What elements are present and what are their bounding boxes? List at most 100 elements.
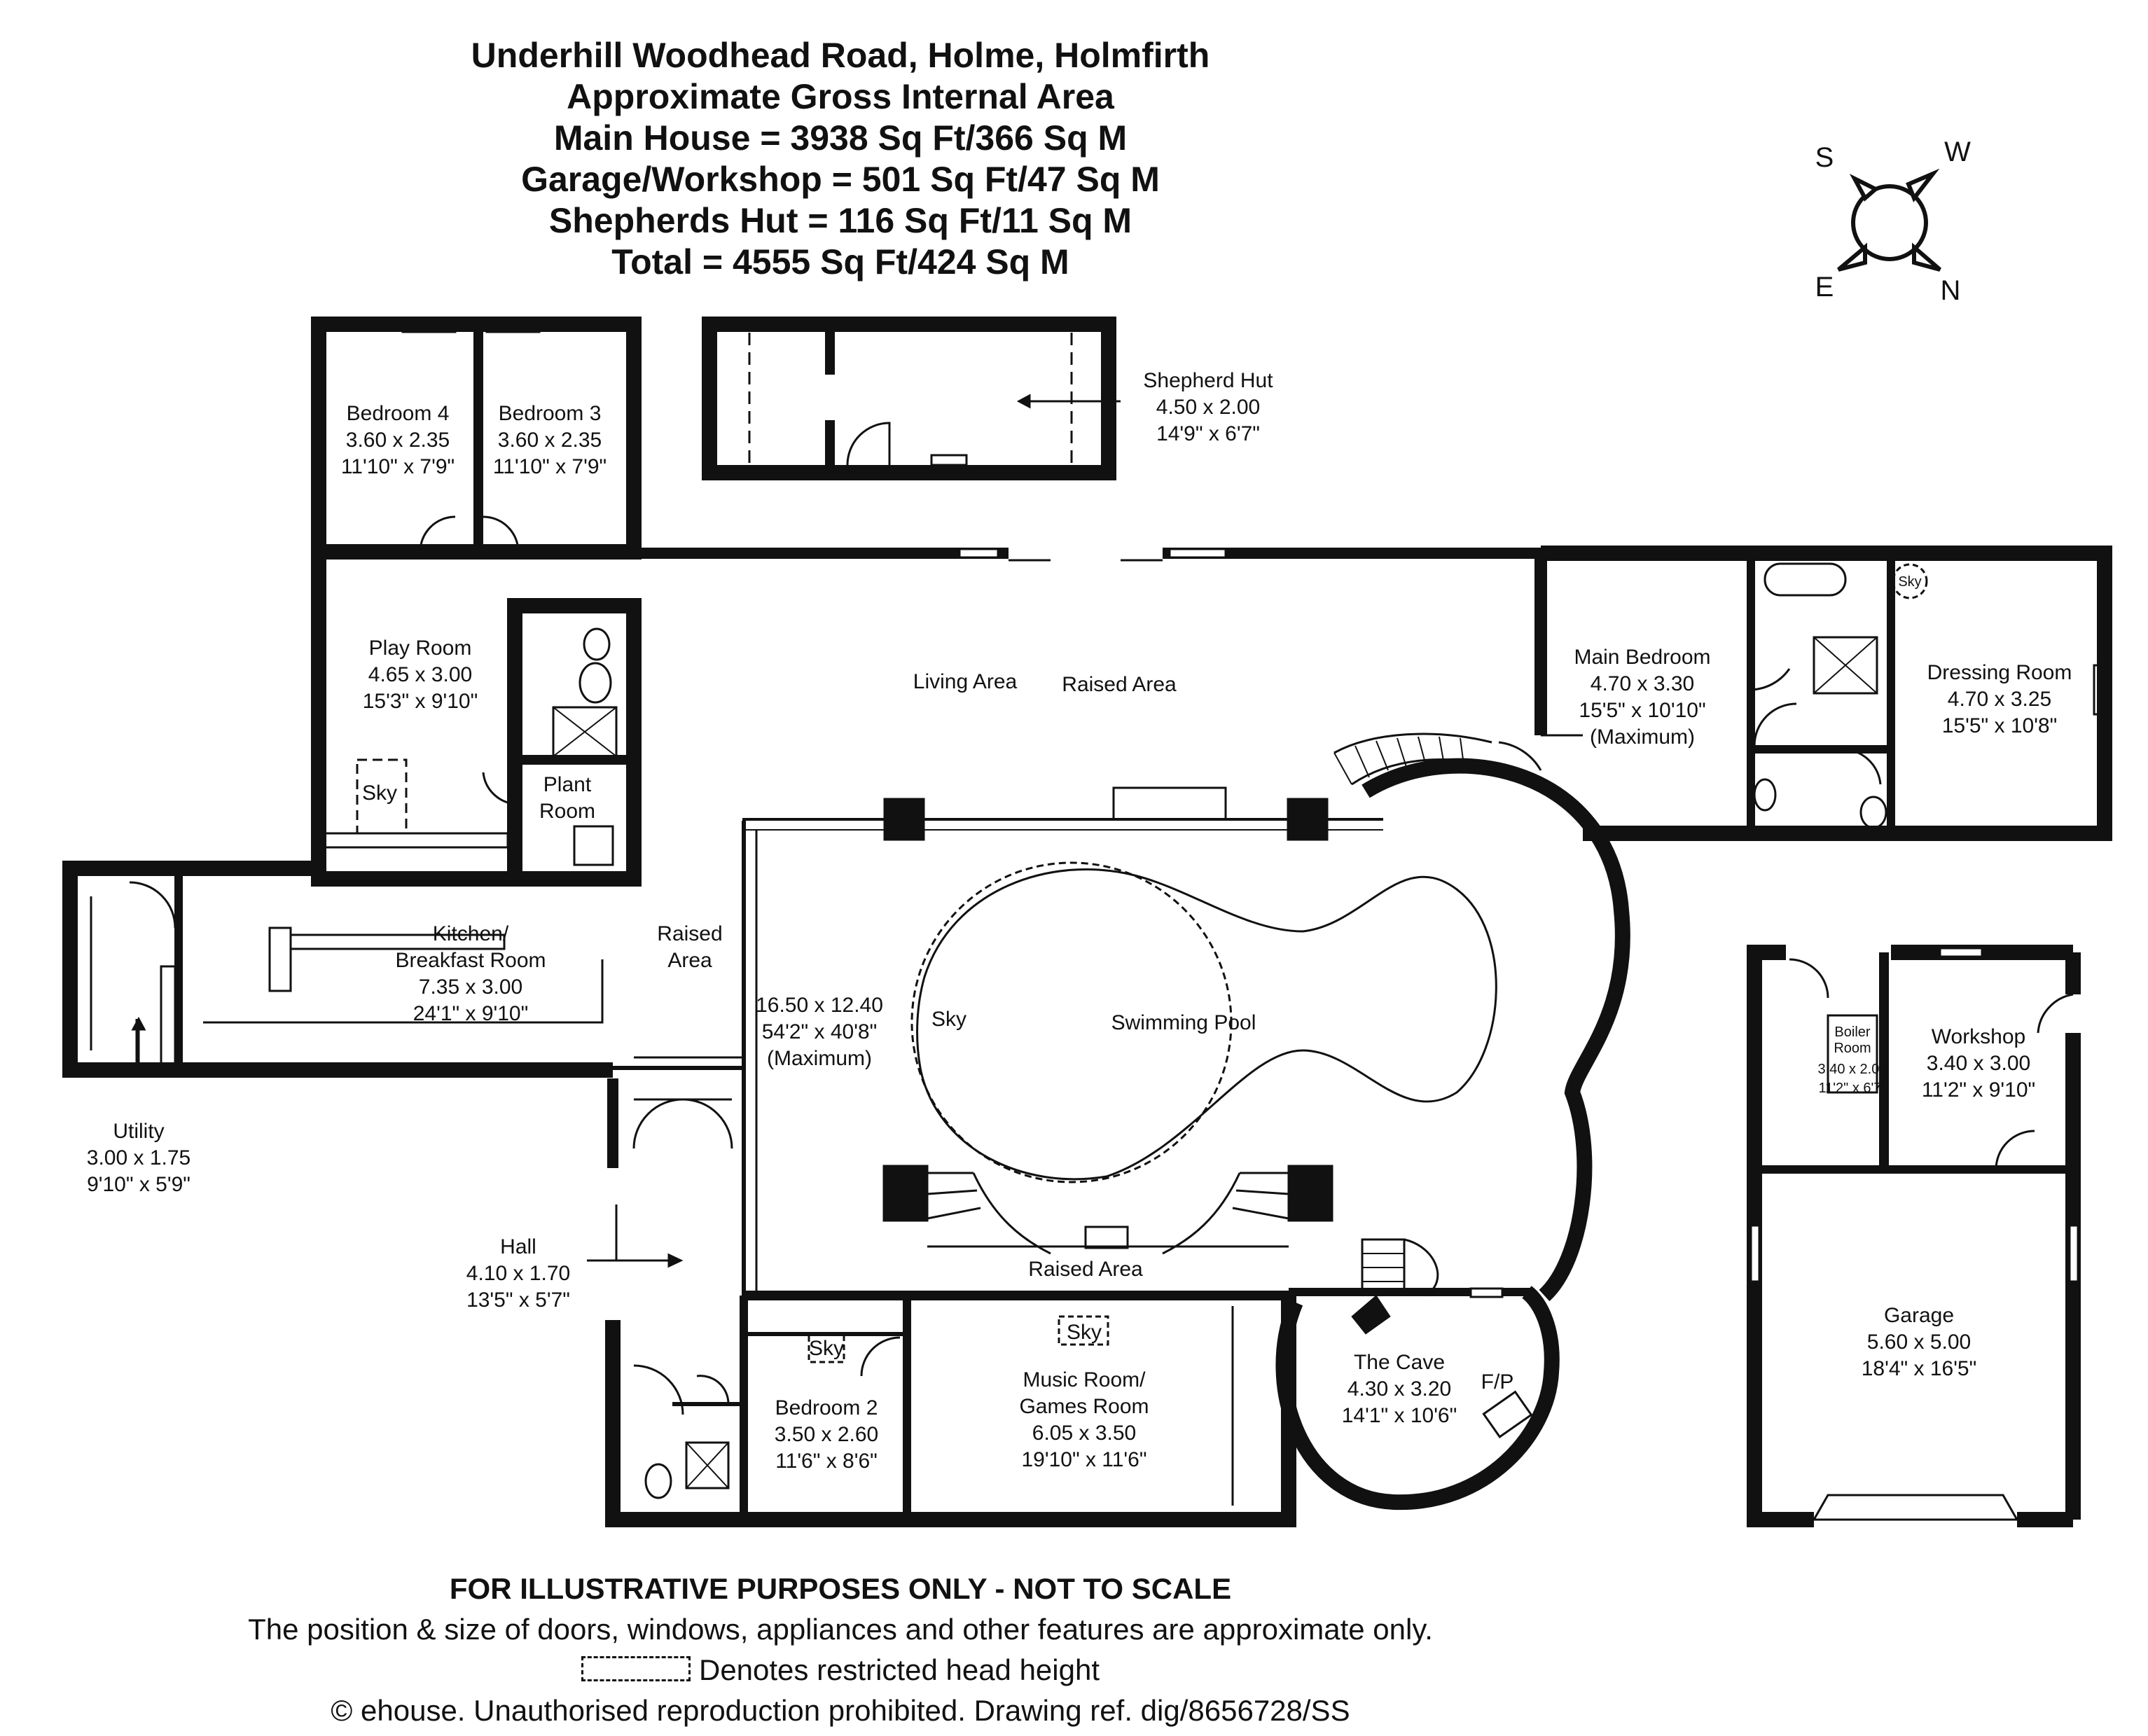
- music-room-line2: Games Room: [1019, 1395, 1149, 1418]
- bedroom3-imperial: 11'10" x 7'9": [493, 455, 607, 478]
- plan-title: Underhill Woodhead Road, Holme, Holmfirt…: [471, 36, 1210, 75]
- main-bedroom-note: (Maximum): [1590, 725, 1695, 749]
- utility-imperial: 9'10" x 5'9": [87, 1173, 190, 1196]
- skylight-label-music: Sky: [1067, 1321, 1102, 1344]
- garage-metric: 5.60 x 5.00: [1867, 1331, 1971, 1354]
- copyright: © ehouse. Unauthorised reproduction proh…: [331, 1694, 1350, 1727]
- hall-imperial: 13'5" x 5'7": [466, 1289, 570, 1312]
- living-dims-metric: 16.50 x 12.40: [756, 994, 883, 1017]
- pool-steps: [882, 1165, 1333, 1255]
- area-total: Total = 4555 Sq Ft/424 Sq M: [611, 242, 1069, 282]
- main-bedroom-imperial: 15'5" x 10'10": [1579, 699, 1705, 722]
- garage-name: Garage: [1884, 1304, 1954, 1327]
- plan-footer: FOR ILLUSTRATIVE PURPOSES ONLY - NOT TO …: [0, 1569, 1681, 1731]
- raised-area-kitchen-line1: Raised: [657, 922, 722, 945]
- shepherd-hut-imperial: 14'9" x 6'7": [1156, 422, 1260, 445]
- music-room-imperial: 19'10" x 11'6": [1022, 1448, 1147, 1471]
- hall-metric: 4.10 x 1.70: [466, 1262, 570, 1285]
- boiler-room-metric: 3.40 x 2.00: [1818, 1062, 1887, 1077]
- lower-rooms-walls: [605, 1078, 1296, 1527]
- dressing-room-metric: 4.70 x 3.25: [1948, 688, 2051, 711]
- plan-header: Underhill Woodhead Road, Holme, Holmfirt…: [0, 35, 1681, 283]
- bedroom2-imperial: 11'6" x 8'6": [775, 1450, 878, 1473]
- plant-room-line2: Room: [539, 800, 595, 823]
- hall-walls: [613, 1056, 744, 1261]
- kitchen-line1: Kitchen/: [433, 922, 509, 945]
- living-area-walls: [634, 548, 1541, 1296]
- compass-w: W: [1944, 137, 1971, 167]
- bedroom4-name: Bedroom 4: [347, 402, 450, 425]
- hall-name: Hall: [500, 1235, 536, 1258]
- plan-subtitle: Approximate Gross Internal Area: [567, 77, 1114, 116]
- play-room-name: Play Room: [369, 637, 472, 660]
- room-labels: Bedroom 4 3.60 x 2.35 11'10" x 7'9" Bedr…: [87, 369, 2072, 1473]
- bedroom2-metric: 3.50 x 2.60: [775, 1423, 878, 1446]
- bedroom-block-walls: [311, 317, 642, 560]
- area-main-house: Main House = 3938 Sq Ft/366 Sq M: [553, 118, 1128, 158]
- compass-s: S: [1815, 142, 1834, 173]
- shepherd-hut-walls: [702, 317, 1121, 480]
- compass-e: E: [1815, 272, 1834, 303]
- dressing-room-imperial: 15'5" x 10'8": [1942, 714, 2058, 737]
- workshop-metric: 3.40 x 3.00: [1927, 1052, 2030, 1075]
- skylight-label-dressing: Sky: [1898, 574, 1921, 590]
- boiler-room-imperial: 11'2" x 6'7": [1818, 1081, 1886, 1096]
- raised-area-kitchen-line2: Area: [667, 949, 712, 972]
- swimming-pool-outline: [910, 861, 1497, 1183]
- living-dims-imperial: 54'2" x 40'8": [762, 1020, 878, 1043]
- swimming-pool-name: Swimming Pool: [1111, 1011, 1256, 1034]
- shepherd-hut-metric: 4.50 x 2.00: [1156, 396, 1260, 419]
- skylight-label-playroom: Sky: [362, 782, 397, 805]
- disclaimer: FOR ILLUSTRATIVE PURPOSES ONLY - NOT TO …: [449, 1572, 1232, 1605]
- play-room-metric: 4.65 x 3.00: [368, 663, 472, 686]
- boiler-room-line2: Room: [1834, 1041, 1871, 1056]
- restricted-height-legend-icon: [581, 1656, 691, 1681]
- main-bedroom-walls: [1498, 546, 2112, 841]
- area-garage-workshop: Garage/Workshop = 501 Sq Ft/47 Sq M: [521, 160, 1160, 199]
- workshop-name: Workshop: [1932, 1025, 2026, 1048]
- raised-area-bottom-name: Raised Area: [1028, 1258, 1143, 1281]
- fireplace-label: F/P: [1481, 1370, 1514, 1394]
- plant-room-line1: Plant: [543, 773, 592, 796]
- living-area-name: Living Area: [913, 670, 1018, 693]
- the-cave-imperial: 14'1" x 10'6": [1342, 1404, 1457, 1427]
- music-room-line1: Music Room/: [1023, 1368, 1146, 1391]
- dressing-room-name: Dressing Room: [1927, 661, 2072, 684]
- music-room-metric: 6.05 x 3.50: [1032, 1422, 1136, 1445]
- legend-row: Denotes restricted head height: [0, 1650, 1681, 1690]
- skylight-label-bedroom2: Sky: [809, 1337, 844, 1360]
- play-room-walls: [311, 552, 642, 887]
- approximation-note: The position & size of doors, windows, a…: [248, 1613, 1433, 1646]
- main-bedroom-metric: 4.70 x 3.30: [1591, 672, 1694, 695]
- compass-icon: [1837, 168, 1941, 272]
- bedroom4-metric: 3.60 x 2.35: [346, 429, 450, 452]
- compass-n: N: [1941, 275, 1961, 306]
- pool-hall-curved-wall: [1333, 732, 1630, 1302]
- bedroom3-name: Bedroom 3: [499, 402, 602, 425]
- utility-metric: 3.00 x 1.75: [87, 1146, 190, 1169]
- boiler-room-line1: Boiler: [1834, 1025, 1870, 1040]
- leader-arrows: [131, 394, 1031, 1268]
- workshop-imperial: 11'2" x 9'10": [1922, 1078, 2035, 1102]
- the-cave-walls: [1275, 1238, 1560, 1511]
- play-room-imperial: 15'3" x 9'10": [363, 690, 478, 713]
- bedroom4-imperial: 11'10" x 7'9": [341, 455, 455, 478]
- kitchen-line2: Breakfast Room: [395, 949, 546, 972]
- garage-workshop-walls: [1747, 945, 2081, 1527]
- the-cave-name: The Cave: [1354, 1351, 1445, 1374]
- compass-letters: S W E N: [1815, 137, 1971, 306]
- legend-text: Denotes restricted head height: [698, 1653, 1100, 1686]
- the-cave-metric: 4.30 x 3.20: [1347, 1377, 1451, 1401]
- utility-name: Utility: [113, 1120, 164, 1143]
- kitchen-imperial: 24'1" x 9'10": [413, 1002, 529, 1025]
- raised-area-top-name: Raised Area: [1062, 673, 1177, 696]
- kitchen-utility-walls: [62, 861, 613, 1078]
- living-dims-note: (Maximum): [767, 1047, 872, 1070]
- main-bedroom-name: Main Bedroom: [1574, 646, 1710, 669]
- skylight-label-pool: Sky: [931, 1008, 966, 1031]
- area-shepherds-hut: Shepherds Hut = 116 Sq Ft/11 Sq M: [548, 201, 1132, 240]
- kitchen-metric: 7.35 x 3.00: [419, 975, 522, 999]
- bedroom3-metric: 3.60 x 2.35: [498, 429, 602, 452]
- shepherd-hut-name: Shepherd Hut: [1143, 369, 1273, 392]
